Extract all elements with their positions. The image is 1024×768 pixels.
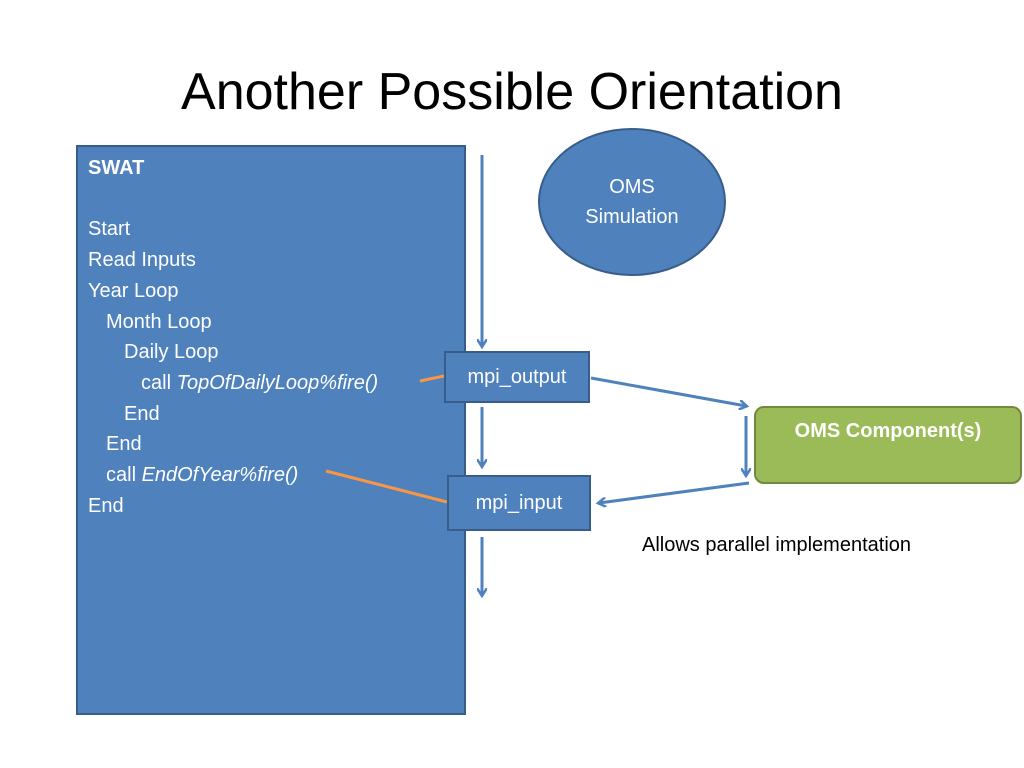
code-end-daily: End: [124, 403, 160, 425]
end-of-year-fire: EndOfYear%fire(): [141, 464, 299, 486]
code-daily-loop: Daily Loop: [124, 341, 219, 363]
code-month-loop: Month Loop: [106, 311, 212, 333]
oms-simulation-line1: OMS: [609, 176, 655, 198]
code-call-top-of-daily-loop: call TopOfDailyLoop%fire(): [141, 368, 378, 398]
slide-title: Another Possible Orientation: [181, 63, 843, 121]
code-end-year: End: [88, 495, 124, 517]
code-start: Start: [88, 218, 131, 240]
oms-simulation-ellipse: OMS Simulation: [538, 128, 726, 276]
code-year-loop: Year Loop: [88, 280, 179, 302]
top-of-daily-loop-fire: TopOfDailyLoop%fire(): [176, 372, 379, 394]
oms-simulation-line2: Simulation: [585, 206, 679, 228]
component-to-input-arrow: [599, 481, 750, 503]
parallel-caption: Allows parallel implementation: [642, 534, 912, 556]
swat-heading: SWAT: [88, 157, 145, 179]
code-call-end-of-year: call EndOfYear%fire(): [106, 460, 298, 490]
oms-component-box: OMS Component(s): [754, 406, 1022, 484]
swat-code-box: SWAT Start Read Inputs Year Loop Month L…: [76, 145, 466, 715]
top-of-daily-loop-connector: [419, 374, 445, 383]
mpi-input-box: mpi_input: [447, 475, 591, 531]
code-read-inputs: Read Inputs: [88, 249, 196, 271]
output-to-component-arrow: [590, 376, 746, 406]
call-keyword: call: [141, 372, 177, 394]
mpi-output-box: mpi_output: [444, 351, 590, 403]
end-of-year-connector: [325, 469, 448, 504]
code-end-month: End: [106, 433, 142, 455]
call-keyword: call: [106, 464, 142, 486]
